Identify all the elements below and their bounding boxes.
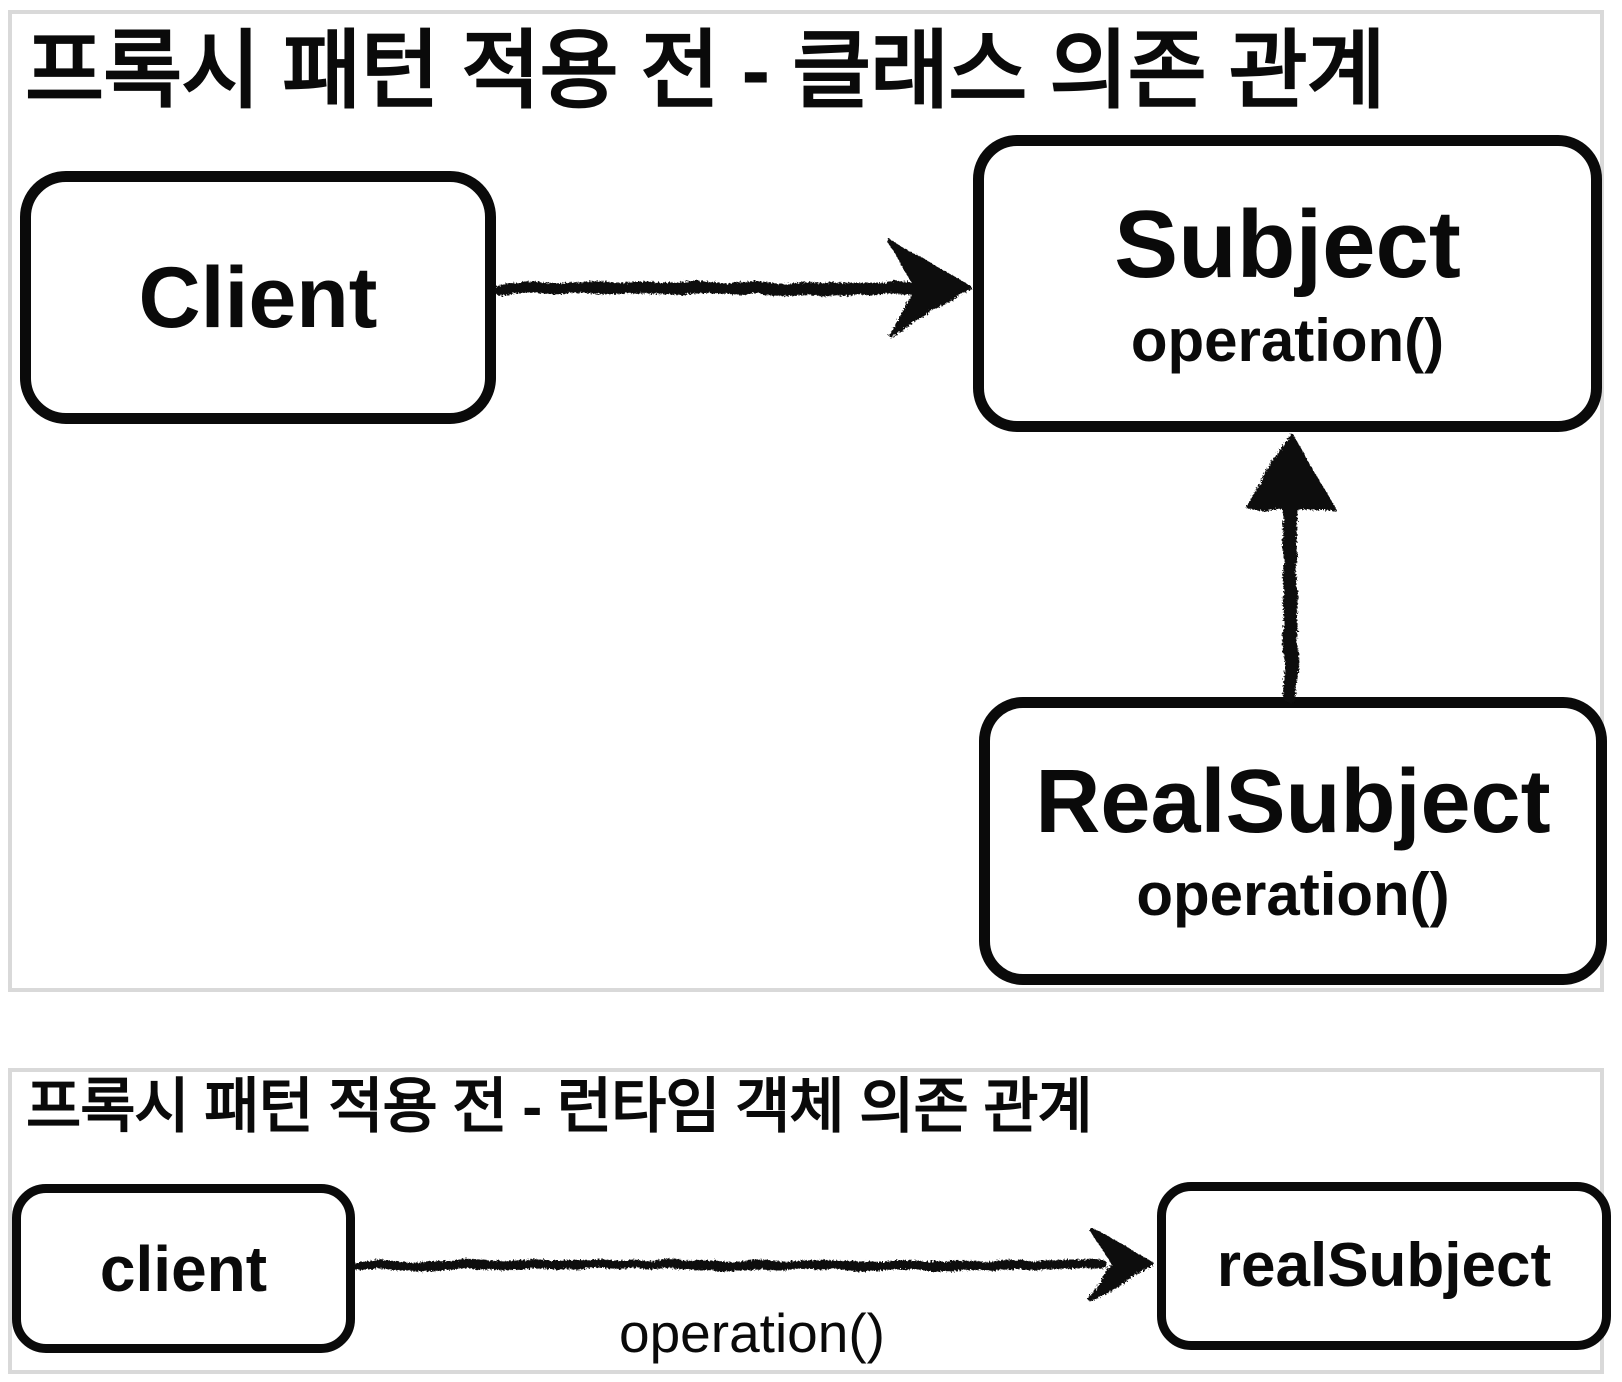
realsubject-object-box: realSubject <box>1157 1182 1611 1350</box>
realsubject-object-label: realSubject <box>1216 1231 1552 1300</box>
client-class-box: Client <box>20 171 496 424</box>
subject-class-box: Subject operation() <box>973 135 1602 432</box>
realsubject-operation-method: operation() <box>1136 861 1450 928</box>
client-class-label: Client <box>138 249 378 346</box>
realsubject-class-label: RealSubject <box>1035 752 1551 852</box>
client-object-label: client <box>99 1232 268 1305</box>
class-diagram-title: 프록시 패턴 적용 전 - 클래스 의존 관계 <box>25 23 1386 119</box>
subject-class-label: Subject <box>1114 190 1461 298</box>
runtime-diagram-title: 프록시 패턴 적용 전 - 런타임 객체 의존 관계 <box>26 1073 1093 1140</box>
runtime-edge-operation-label: operation() <box>619 1302 885 1364</box>
realsubject-class-box: RealSubject operation() <box>979 697 1607 985</box>
client-object-box: client <box>12 1184 355 1353</box>
subject-operation-method: operation() <box>1130 306 1445 374</box>
